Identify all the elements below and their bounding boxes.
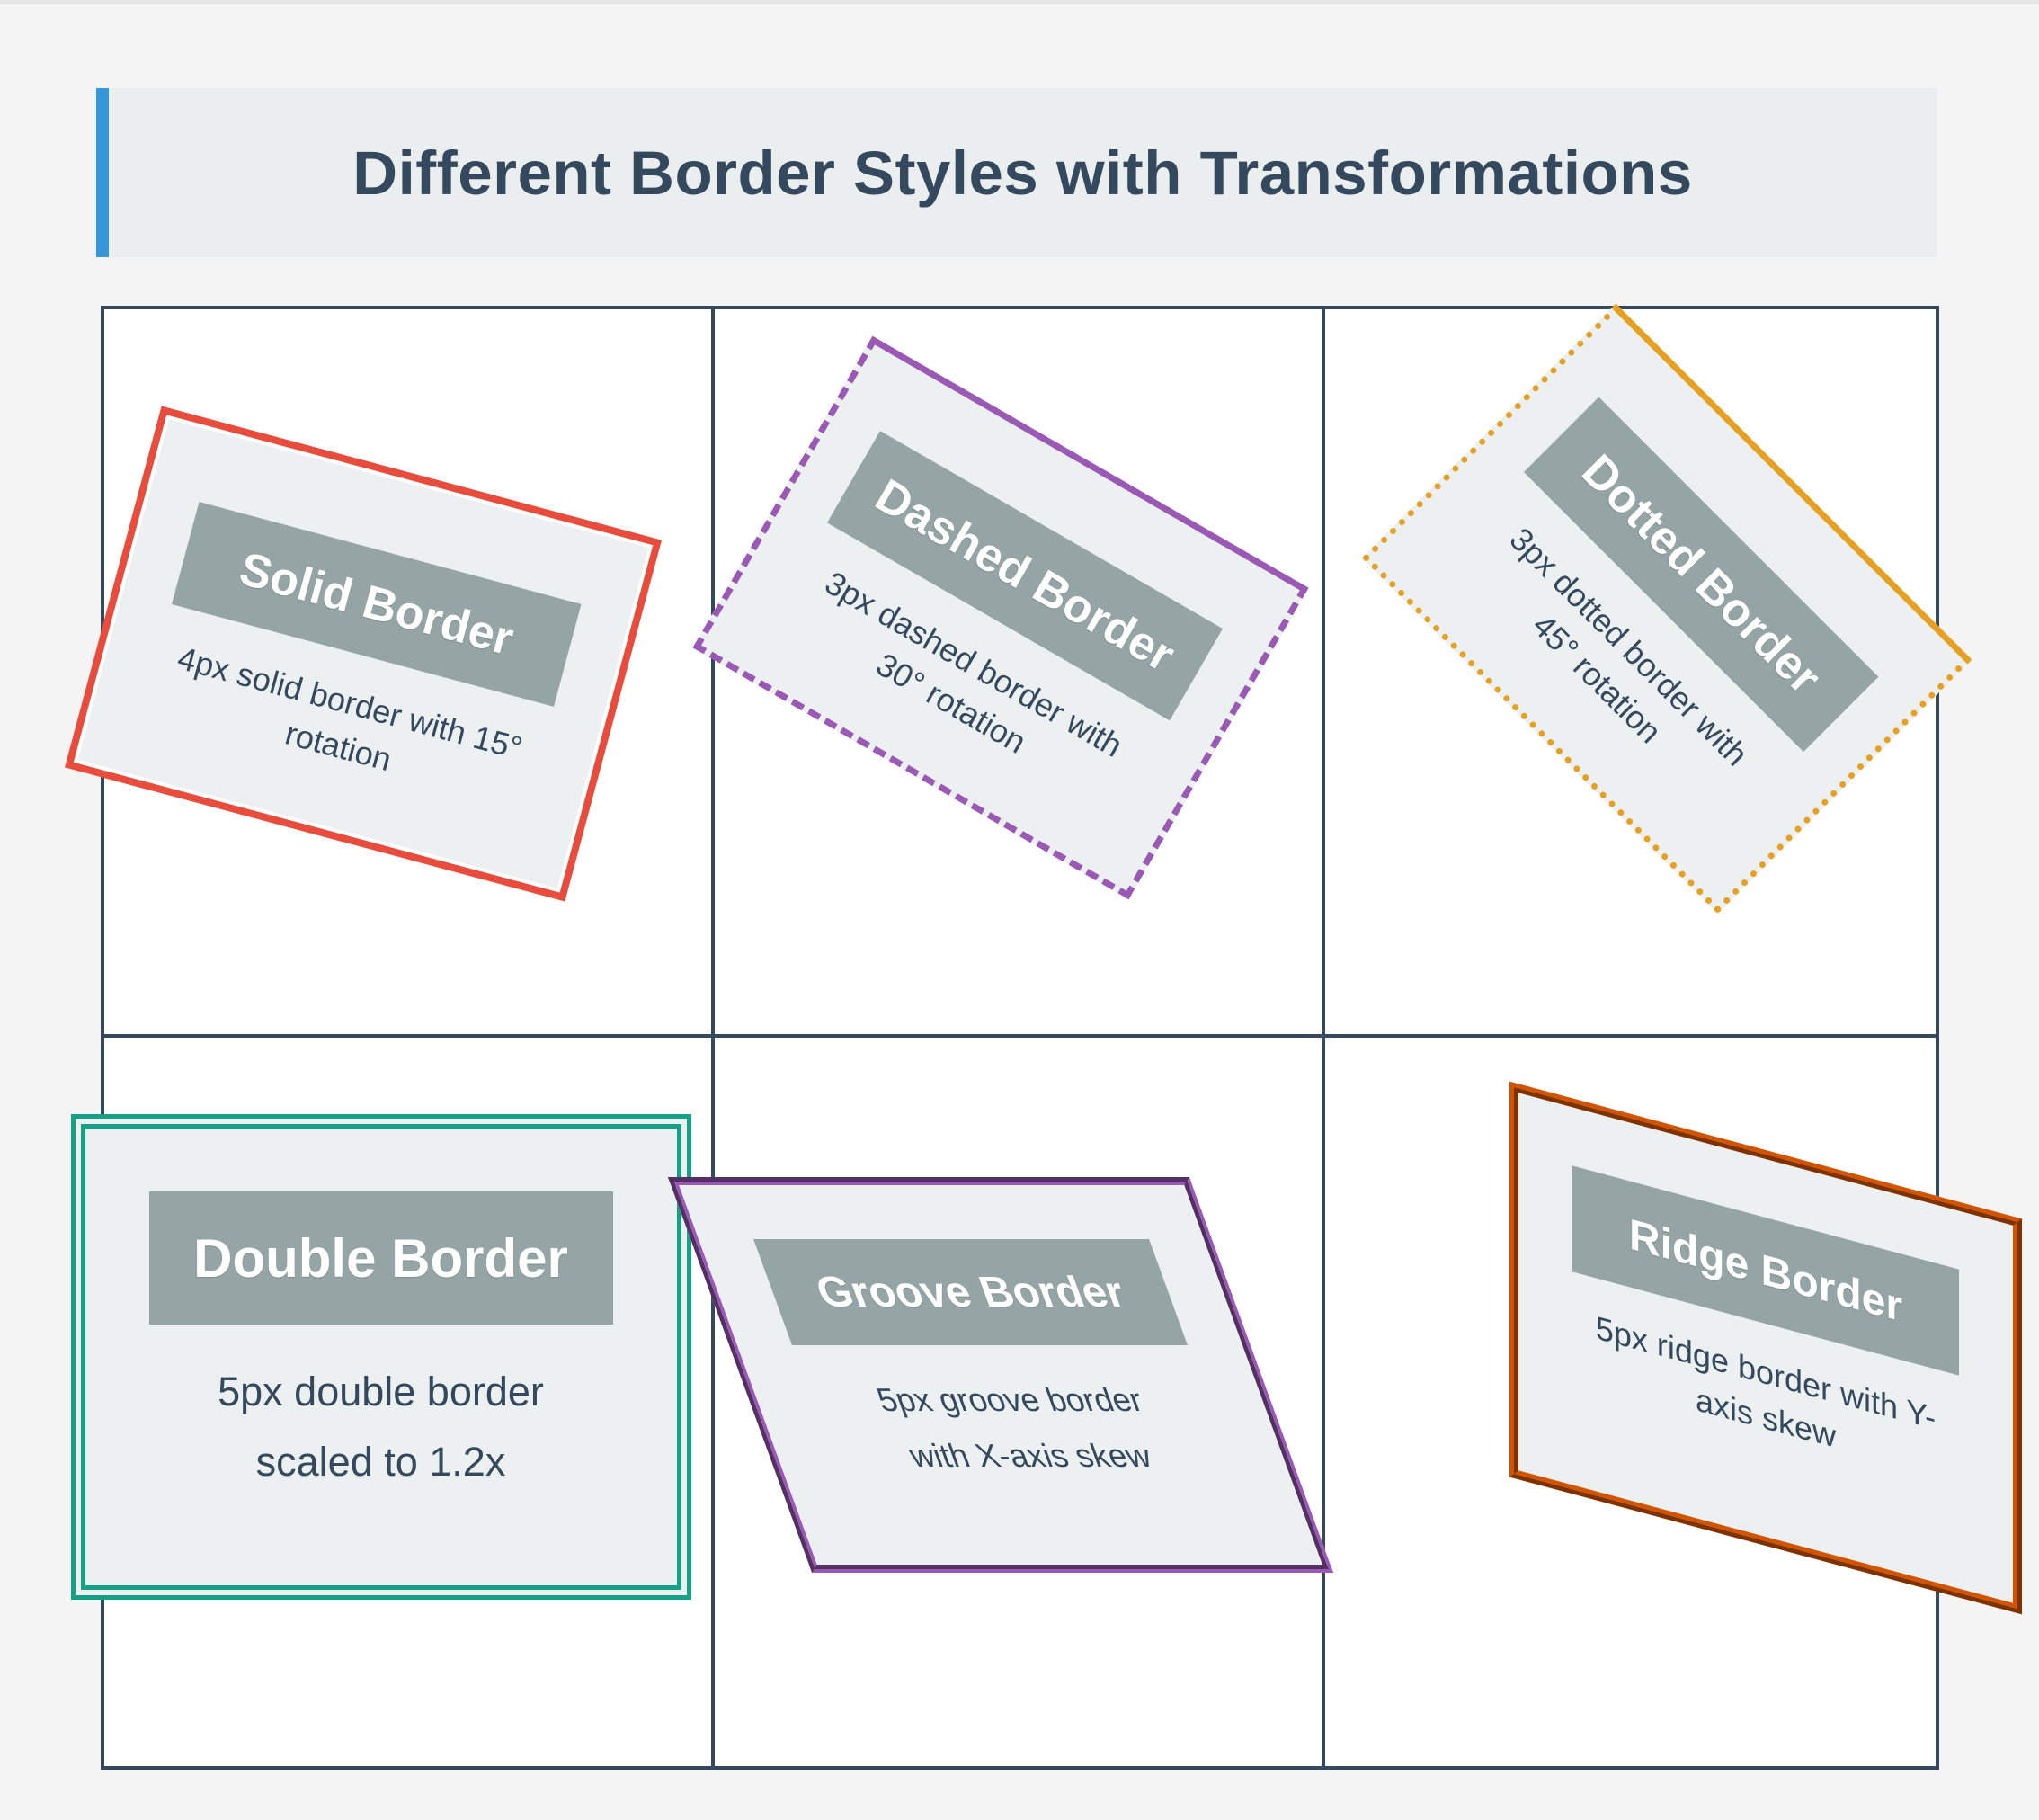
dotted-border-card: Dotted Border 3px dotted border with 45°…: [1361, 303, 1972, 914]
card-description: 5px double border scaled to 1.2x: [218, 1369, 544, 1485]
solid-border-card: Solid Border 4px solid border with 15° r…: [65, 405, 661, 903]
card-title: Groove Border: [752, 1239, 1188, 1345]
card-title: Double Border: [148, 1191, 613, 1325]
groove-border-card: Groove Border 5px groove border with X-a…: [667, 1177, 1333, 1573]
grid-cell-dashed: Dashed Border 3px dashed border with 30°…: [692, 309, 1325, 1038]
ridge-border-card: Ridge Border 5px ridge border with Y-axi…: [1509, 1081, 2022, 1615]
page-header: Different Border Styles with Transformat…: [96, 88, 1937, 257]
grid-cell-solid: Solid Border 4px solid border with 15° r…: [65, 309, 715, 1038]
double-border-card: Double Border 5px double border scaled t…: [70, 1114, 691, 1600]
border-style-grid: Solid Border 4px solid border with 15° r…: [65, 303, 2022, 1770]
top-rule: [0, 0, 2039, 4]
grid-cell-double: Double Border 5px double border scaled t…: [70, 1038, 715, 1766]
page-title: Different Border Styles with Transformat…: [352, 138, 1693, 208]
grid-cell-groove: Groove Border 5px groove border with X-a…: [667, 1038, 1333, 1766]
grid-cell-dotted: Dotted Border 3px dotted border with 45°…: [1325, 303, 1972, 1038]
grid-cell-ridge: Ridge Border 5px ridge border with Y-axi…: [1325, 1038, 2022, 1766]
dashed-border-card: Dashed Border 3px dashed border with 30°…: [692, 335, 1308, 900]
card-description: 5px groove border with X-axis skew: [870, 1381, 1156, 1474]
